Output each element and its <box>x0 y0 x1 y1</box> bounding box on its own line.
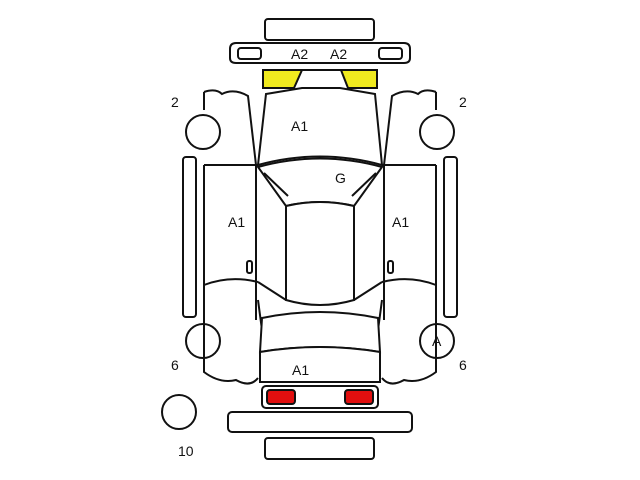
label-front-left-wheel: 2 <box>171 94 179 110</box>
front-bumper-right-light <box>378 47 403 60</box>
label-hood: A1 <box>291 118 309 134</box>
front-top-bar <box>264 18 375 41</box>
left-door-handle <box>246 260 253 274</box>
hood <box>256 87 384 167</box>
roof <box>285 201 355 306</box>
right-door-handle <box>387 260 394 274</box>
label-left-doors: A1 <box>228 214 246 230</box>
label-trunk: A1 <box>292 362 310 378</box>
left-side-skirt <box>182 156 197 318</box>
spare-wheel <box>161 394 197 430</box>
front-bumper-left-light <box>237 47 262 60</box>
rear-fenders <box>203 320 437 385</box>
label-roof: G <box>335 170 346 186</box>
right-side-skirt <box>443 156 458 318</box>
front-left-wheel <box>185 114 221 150</box>
label-front-bumper-right: A2 <box>330 46 348 62</box>
rear-lower-bar <box>227 411 413 433</box>
label-rear-left-wheel: 6 <box>171 357 179 373</box>
headlight-left <box>262 69 304 89</box>
front-bumper <box>229 42 411 64</box>
right-doors <box>381 164 437 320</box>
taillight-left <box>266 389 296 405</box>
windshield-pillars <box>263 172 377 197</box>
rear-pillars <box>257 281 383 331</box>
label-right-doors: A1 <box>392 214 410 230</box>
rear-bottom-bar <box>264 437 375 460</box>
label-rear-right-wheel-mark: A <box>432 333 442 349</box>
taillight-right <box>344 389 374 405</box>
label-rear-right-wheel: 6 <box>459 357 467 373</box>
label-front-right-wheel: 2 <box>459 94 467 110</box>
label-front-bumper-left: A2 <box>291 46 309 62</box>
windshield <box>256 157 384 208</box>
left-doors <box>203 164 259 320</box>
headlight-right <box>339 69 378 89</box>
front-left-fender <box>203 89 257 166</box>
front-right-wheel <box>419 114 455 150</box>
trunk <box>259 346 381 383</box>
front-right-fender <box>383 89 437 166</box>
label-spare-wheel: 10 <box>178 443 194 459</box>
